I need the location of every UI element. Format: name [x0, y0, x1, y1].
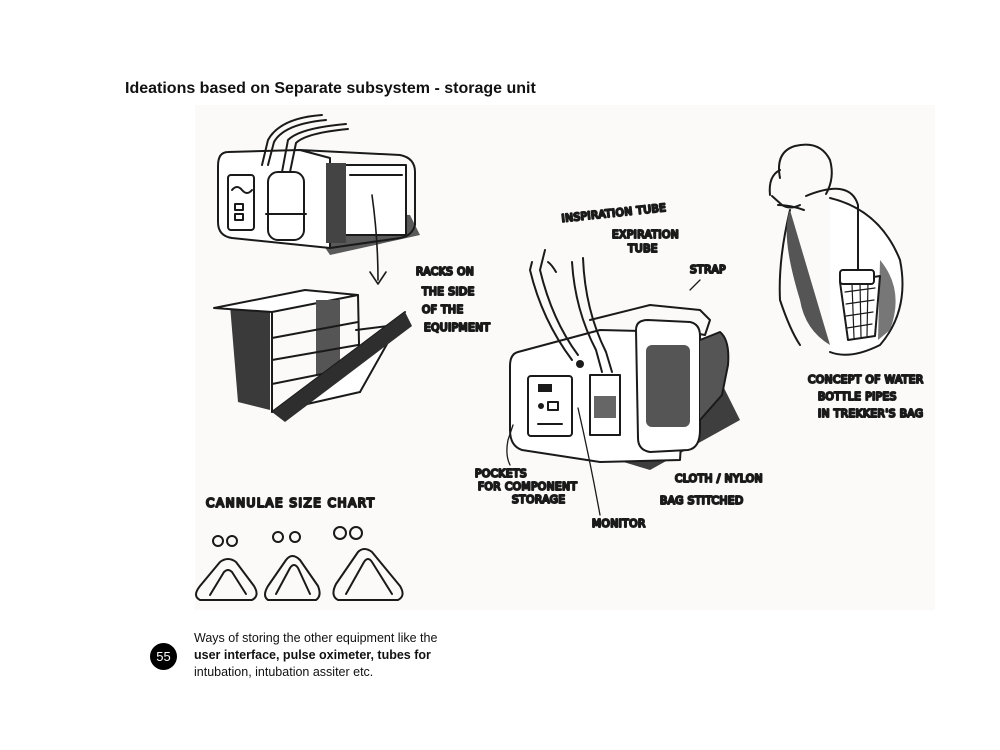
racks-label-4: EQUIPMENT	[424, 322, 491, 334]
pockets-label-3: STORAGE	[512, 494, 565, 506]
main-device-sketch	[509, 249, 740, 470]
expiration-tube-label-1: EXPIRATION	[612, 229, 679, 241]
annotation-lines	[506, 279, 701, 516]
caption: Ways of storing the other equipment like…	[194, 630, 494, 681]
caption-line-2: user interface, pulse oximeter, tubes fo…	[194, 648, 431, 662]
pockets-label-1: POCKETS	[475, 468, 527, 480]
caption-line-3: intubation, intubation assiter etc.	[194, 665, 374, 679]
concept-label-3: IN TREKKER'S BAG	[818, 408, 924, 420]
monitor-label: MONITOR	[592, 518, 646, 530]
cannulae-drawings	[195, 526, 404, 601]
cloth-bag-label-2: BAG STITCHED	[660, 495, 744, 507]
trekker-sketch	[768, 143, 904, 356]
pockets-label-2: FOR COMPONENT	[478, 481, 578, 493]
cannulae-chart-label: CANNULAE SIZE CHART	[206, 496, 376, 510]
expiration-tube-label-2: TUBE	[627, 243, 658, 255]
racks-label-2: THE SIDE	[421, 286, 475, 298]
caption-line-1: Ways of storing the other equipment like…	[194, 631, 438, 645]
inspiration-tube-label: INSPIRATION TUBE	[561, 202, 667, 225]
concept-label-1: CONCEPT OF WATER	[808, 374, 924, 386]
concept-label-2: BOTTLE PIPES	[818, 391, 897, 403]
page-number-badge: 55	[150, 643, 177, 670]
rack-drawer-sketch	[213, 289, 412, 422]
cloth-bag-label-1: CLOTH / NYLON	[675, 473, 763, 485]
racks-label-3: OF THE	[422, 304, 464, 316]
page-title: Ideations based on Separate subsystem - …	[125, 80, 536, 97]
device-sketch-top	[217, 114, 420, 285]
strap-label: STRAP	[690, 264, 726, 276]
racks-label-1: RACKS ON	[416, 266, 474, 278]
